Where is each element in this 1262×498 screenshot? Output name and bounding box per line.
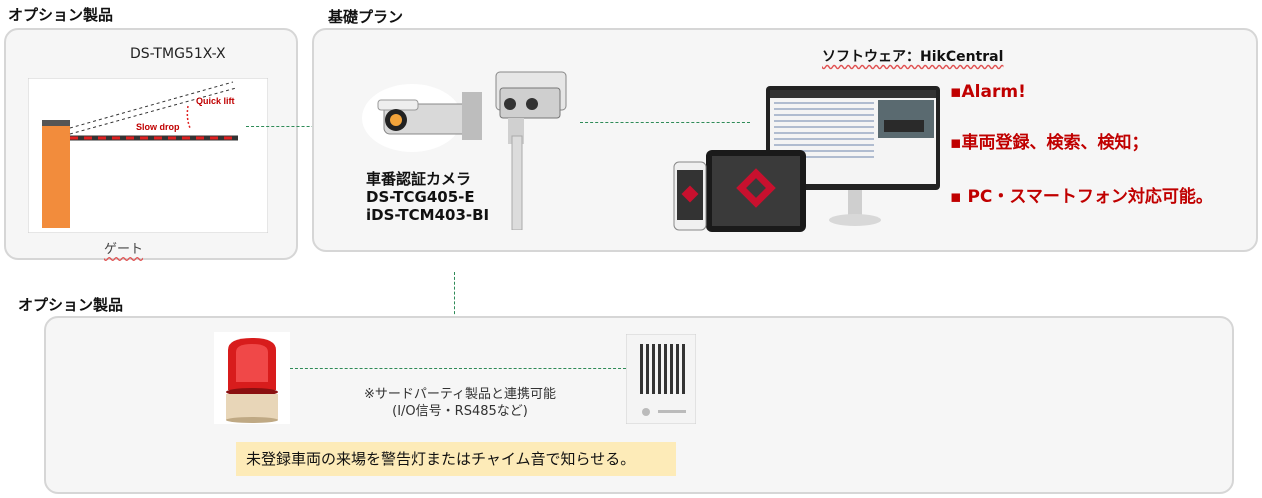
quick-lift-label: Quick lift [196,96,235,106]
gate-caption: ゲート [104,242,144,257]
connector-gate-camera [246,126,350,127]
software-title: ソフトウェア：HikCentral [822,49,1004,65]
gate-barrier-image: Quick lift Slow drop [28,78,268,233]
hikcentral-devices-image [673,86,940,232]
feature-vehicle-registration: ▪車両登録、検索、検知； [950,133,1149,153]
third-party-note: ※サードパーティ製品と連携可能 (I/O信号・RS485など) [340,386,580,420]
pole-camera-image [495,71,567,230]
chime-speaker-image [626,334,696,424]
bullet-camera-image [362,84,482,152]
camera-caption-line1: 車番認証カメラ [366,170,472,188]
left-panel-heading: オプション製品 [8,6,114,24]
alert-banner: 未登録車両の来場を警告灯またはチャイム音で知らせる。 [236,442,676,476]
connector-camera-software [580,122,750,123]
third-party-note-line2: (I/O信号・RS485など) [392,404,528,419]
third-party-note-line1: ※サードパーティ製品と連携可能 [363,387,557,402]
feature-alarm: ▪Alarm! [950,82,1026,102]
camera-caption-line2: DS-TCG405-E [366,188,475,206]
connector-light-chime [290,368,626,369]
camera-caption-line3: iDS-TCM403-BI [366,206,490,224]
bottom-panel-heading: オプション製品 [18,296,124,314]
barrier-post [42,120,70,228]
slow-drop-label: Slow drop [136,122,180,132]
camera-caption: 車番認証カメラ DS-TCG405-E iDS-TCM403-BI [366,170,489,224]
warning-light-image [214,332,290,424]
gate-model-label: DS-TMG51X-X [130,46,226,62]
center-panel-heading: 基礎プラン [328,8,404,26]
feature-pc-smartphone: ▪ PC・スマートフォン対応可能。 [950,187,1213,207]
